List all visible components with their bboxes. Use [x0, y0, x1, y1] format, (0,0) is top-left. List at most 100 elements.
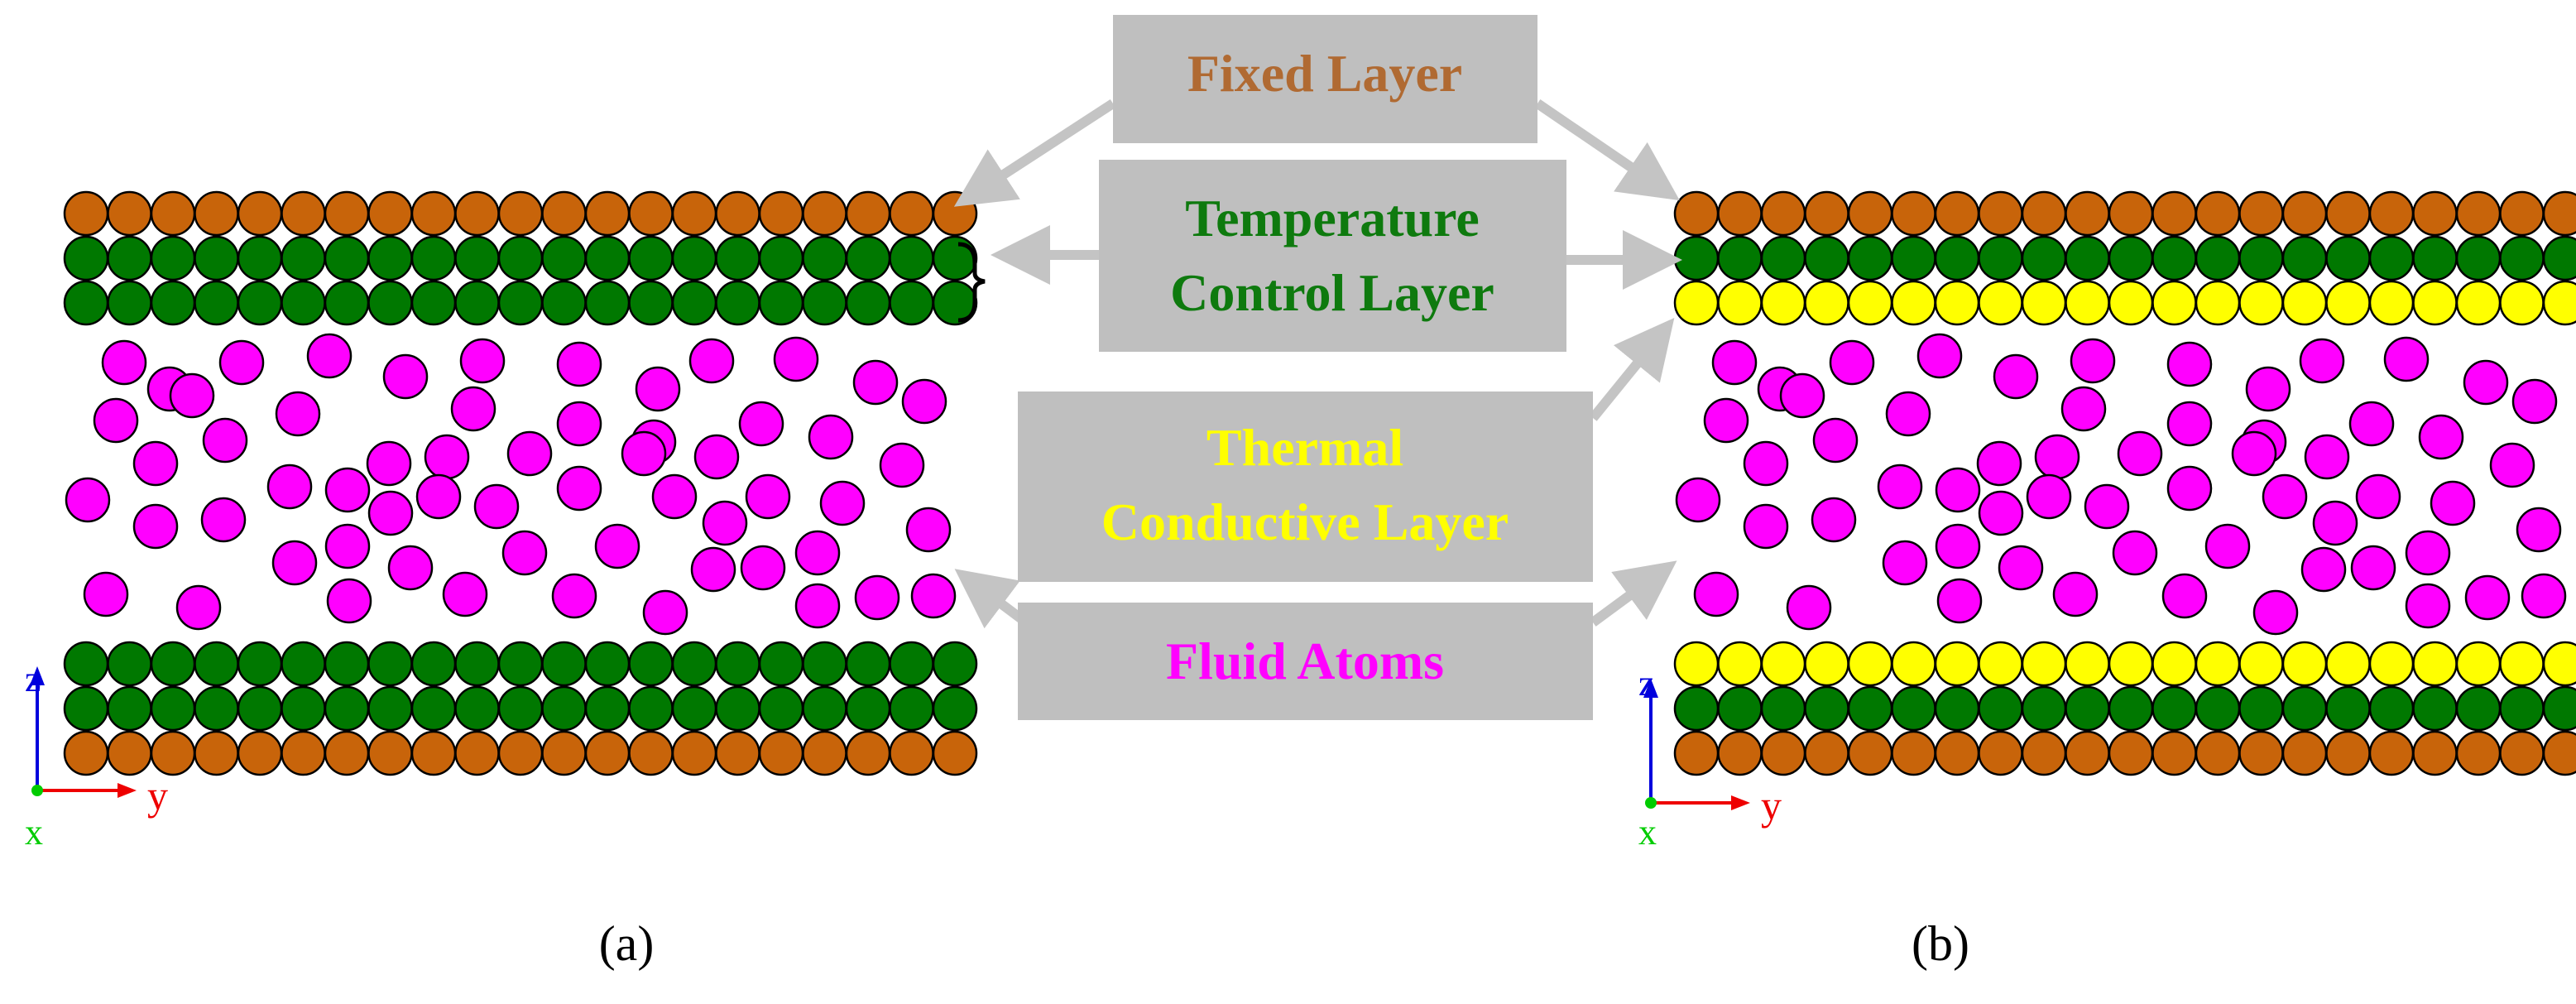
thermal-conductive-atom: [1804, 280, 1849, 326]
temperature-control-atom: [2455, 235, 2502, 281]
temperature-control-atom: [802, 235, 847, 281]
temperature-control-atom: [194, 235, 239, 281]
fluid-atom: [688, 338, 735, 384]
fluid-atom: [275, 391, 321, 437]
temperature-control-atom: [2151, 685, 2197, 732]
thermal-conductive-atom: [2368, 641, 2415, 687]
temperature-control-atom: [2065, 685, 2110, 732]
fluid-atom: [1693, 571, 1739, 617]
thermal-conductive-atom: [2281, 280, 2328, 326]
temperature-control-atom: [845, 280, 891, 326]
temperature-control-atom: [454, 235, 500, 281]
temperature-control-atom: [1978, 685, 2023, 732]
fluid-atom: [556, 401, 602, 447]
fluid-atom: [202, 417, 248, 464]
fixed-atom: [1804, 190, 1849, 237]
fixed-atom: [2195, 730, 2241, 776]
temperature-control-atom: [497, 641, 544, 687]
temperature-control-atom: [63, 235, 109, 281]
y-axis-label: y: [147, 772, 168, 819]
temperature-control-atom: [497, 280, 544, 326]
fluid-atom: [693, 434, 740, 480]
temperature-control-atom: [410, 280, 457, 326]
fixed-atom: [107, 190, 152, 237]
temperature-control-atom: [2542, 235, 2576, 281]
fluid-atom: [2299, 338, 2345, 384]
panel-a-caption: (a): [599, 916, 655, 971]
fixed-atom: [2195, 190, 2241, 237]
fluid-atom: [1976, 440, 2022, 487]
panel-b: z y x (b): [1638, 190, 2576, 971]
temperature-control-atom: [584, 685, 631, 732]
fixed-atom: [2151, 190, 2197, 237]
fluid-atom: [1743, 503, 1789, 550]
temperature-control-atom: [584, 641, 631, 687]
fluid-atom: [93, 397, 139, 444]
fluid-atom: [702, 500, 748, 546]
fluid-atom: [2521, 573, 2567, 619]
fixed-atom: [1717, 730, 1763, 776]
thermal-conductive-atom: [2065, 641, 2110, 687]
thermal-conductive-atom: [2195, 280, 2241, 326]
fixed-atom: [2281, 730, 2328, 776]
fixed-atom: [889, 730, 934, 776]
temperature-control-atom: [889, 280, 934, 326]
fluid-atom: [83, 571, 129, 617]
fixed-atom: [2455, 730, 2502, 776]
thermal-conductive-atom: [2542, 641, 2576, 687]
temperature-control-atom: [1934, 685, 1980, 732]
fixed-atom: [2021, 190, 2067, 237]
fluid-atom: [2166, 401, 2213, 447]
temperature-control-atom: [63, 641, 109, 687]
thermal-conductive-atom: [1934, 280, 1980, 326]
fluid-atom: [2117, 430, 2163, 477]
fluid-atom: [2405, 530, 2451, 576]
fluid-atom: [794, 583, 841, 629]
temperature-control-atom: [410, 685, 457, 732]
temperature-control-atom: [2499, 685, 2545, 732]
fluid-atom: [551, 573, 597, 619]
fixed-atom: [63, 190, 109, 237]
fixed-atom: [2368, 730, 2415, 776]
fixed-atom: [497, 730, 544, 776]
thermal-conductive-atom: [2021, 641, 2067, 687]
fluid-atom: [101, 339, 147, 386]
temperature-control-atom: [281, 235, 326, 281]
fixed-atom: [1934, 190, 1980, 237]
temperature-control-atom: [715, 641, 760, 687]
thermal-conductive-atom: [1760, 280, 1806, 326]
thermal-conductive-atom: [2108, 641, 2154, 687]
fluid-atom: [879, 442, 925, 488]
temperature-control-atom: [2281, 235, 2328, 281]
panel-a-fluid-atoms: [65, 333, 957, 636]
fluid-atom: [651, 473, 698, 520]
panel-a-top-wall: [63, 190, 978, 326]
thermal-conductive-atom: [2455, 641, 2502, 687]
fluid-atom: [745, 473, 791, 520]
temperature-control-atom: [932, 685, 978, 732]
thermal-conductive-atom: [2499, 641, 2545, 687]
fixed-atom: [454, 730, 500, 776]
thermal-conductive-atom: [2455, 280, 2502, 326]
fixed-atom: [2108, 730, 2154, 776]
temperature-control-atom: [497, 235, 544, 281]
temperature-layer-bracket: [957, 242, 986, 323]
fluid-atom: [2112, 530, 2158, 576]
fixed-atom: [2238, 190, 2284, 237]
fixed-atom: [237, 730, 283, 776]
fixed-atom: [237, 190, 283, 237]
temperature-control-atom: [758, 685, 804, 732]
fluid-atom: [556, 341, 602, 387]
panel-a: z y x (a): [25, 190, 986, 971]
fluid-atom: [1993, 353, 2039, 400]
fixed-atom: [324, 730, 370, 776]
thermal-conductive-atom: [1717, 641, 1763, 687]
fixed-atom: [367, 730, 413, 776]
temperature-control-atom: [150, 235, 196, 281]
temperature-control-atom: [410, 235, 457, 281]
fixed-atom: [1760, 190, 1806, 237]
temperature-control-atom: [1847, 685, 1893, 732]
fixed-atom: [2065, 190, 2110, 237]
fluid-atom: [2060, 386, 2107, 432]
temperature-control-atom: [324, 641, 370, 687]
